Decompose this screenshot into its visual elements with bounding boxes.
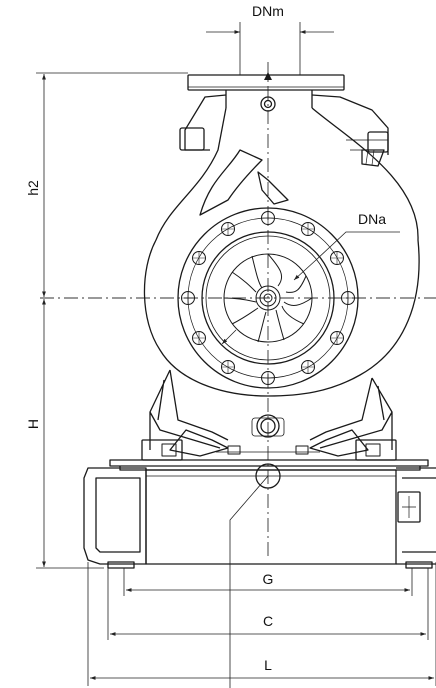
- upper-left-bracket: [179, 127, 205, 151]
- label-h2: h2: [25, 180, 41, 196]
- flange-bolts: [181, 211, 355, 385]
- baseplate-grout-hole: [255, 463, 281, 489]
- right-fin: [361, 149, 385, 167]
- baseplate-left-leg: [83, 467, 147, 565]
- left-support-foot: [149, 369, 229, 450]
- label-g: G: [263, 571, 274, 587]
- volute-tongue: [199, 149, 263, 216]
- volute-casing: [143, 107, 420, 397]
- discharge-lifting-eye: [260, 96, 276, 112]
- dimension-lines: [36, 22, 436, 688]
- impeller-hub: [255, 285, 281, 311]
- label-dnm: DNm: [252, 3, 284, 19]
- upper-casing: [184, 94, 389, 155]
- center-lines: [40, 62, 436, 560]
- label-dna: DNa: [358, 211, 386, 227]
- flange-outer: [177, 207, 359, 389]
- upper-right-bracket: [367, 131, 389, 153]
- pump-body: [83, 72, 436, 569]
- baseplate-right-leg: [396, 467, 436, 565]
- flange-inner: [201, 231, 335, 365]
- discharge-neck: [225, 90, 313, 108]
- baseplate-body: [145, 469, 397, 565]
- baseplate-top: [109, 459, 429, 467]
- label-c: C: [263, 613, 273, 629]
- discharge-flange: [187, 74, 345, 91]
- dimension-labels: DNm DNa h2 H G C L: [25, 3, 386, 673]
- right-support-foot: [309, 377, 393, 450]
- impeller: [223, 253, 313, 343]
- label-l: L: [264, 657, 272, 673]
- label-h: H: [25, 419, 41, 429]
- drain-plug: [256, 414, 280, 438]
